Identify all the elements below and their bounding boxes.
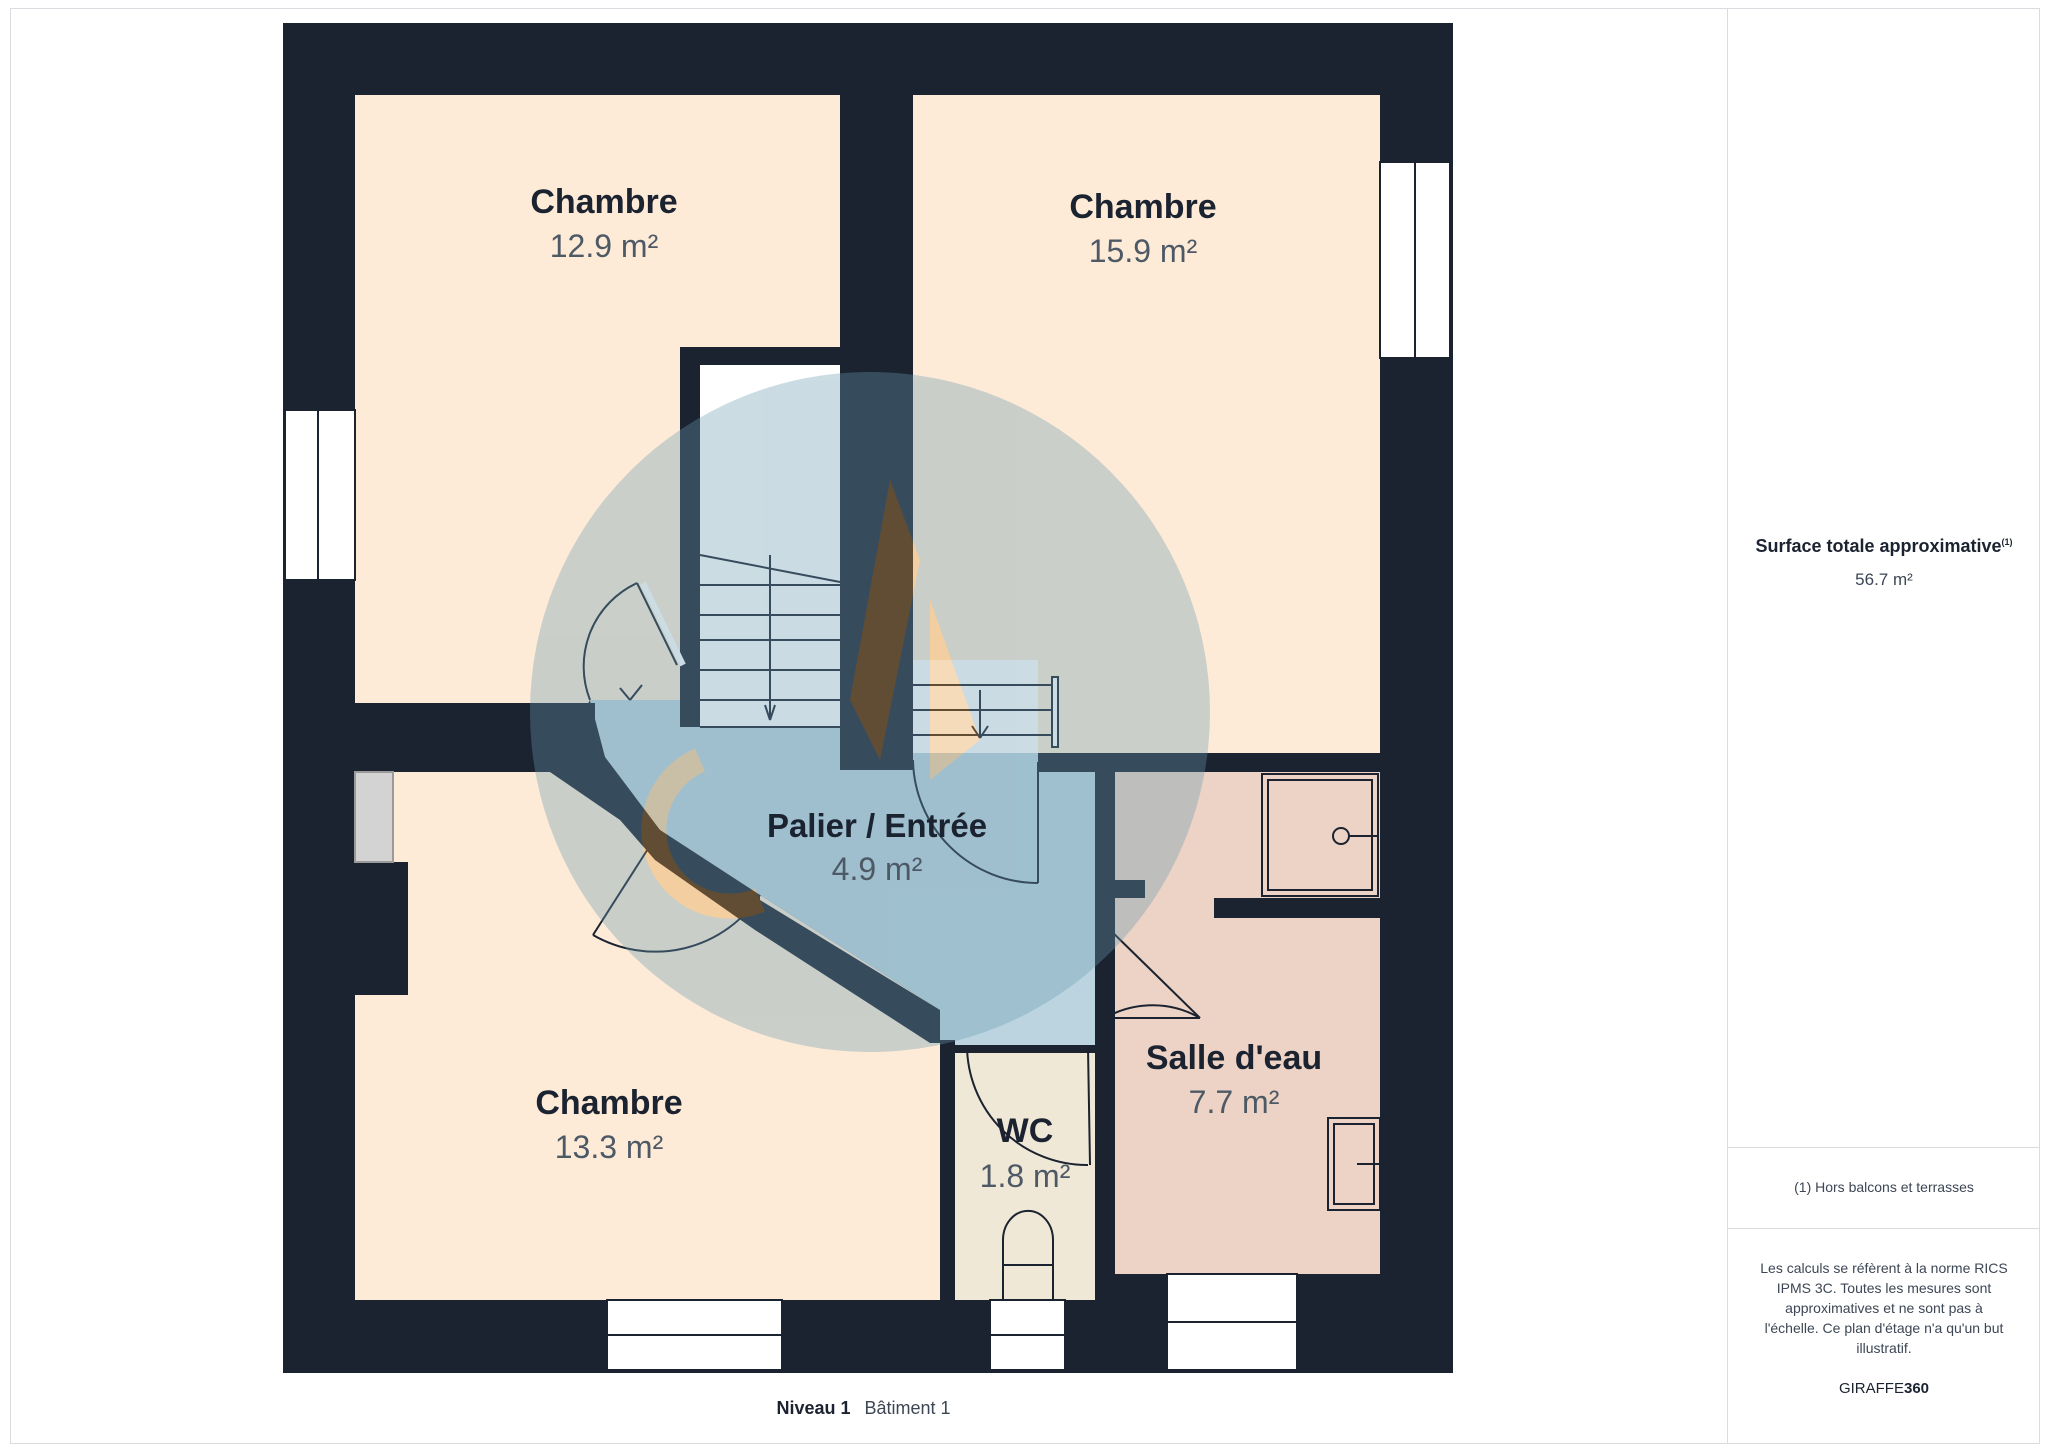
sink (1327, 1117, 1381, 1211)
staircase (699, 554, 1059, 748)
total-surface-label-text: Surface totale approximative (1755, 536, 2002, 556)
brand-logo: GIRAFFE360 (1728, 1380, 2040, 1397)
divider (1728, 1147, 2040, 1148)
room-area-wc: 1.8 m² (980, 1158, 1071, 1194)
room-name-palier: Palier / Entrée (767, 807, 987, 844)
room-labels: Chambre 12.9 m² Chambre 15.9 m² Palier /… (530, 183, 1322, 1194)
info-sidebar: Surface totale approximative(1) 56.7 m² … (1727, 8, 2040, 1444)
building-name: Bâtiment 1 (864, 1398, 951, 1418)
room-chambre-2[interactable] (913, 95, 1380, 753)
room-name-salle-deau: Salle d'eau (1146, 1039, 1322, 1077)
footnote: (1) Hors balcons et terrasses (1794, 1179, 1974, 1195)
total-surface-label: Surface totale approximative(1) (1728, 536, 2040, 557)
room-name-chambre-2: Chambre (1069, 188, 1216, 226)
room-area-chambre-2: 15.9 m² (1089, 233, 1198, 269)
room-area-chambre-3: 13.3 m² (555, 1129, 664, 1165)
room-name-chambre-1: Chambre (530, 183, 677, 221)
floor-plan: Chambre 12.9 m² Chambre 15.9 m² Palier /… (283, 23, 1453, 1373)
level-name: Niveau 1 (776, 1398, 851, 1418)
room-palier-entree[interactable] (590, 700, 1095, 1045)
interior-walls (355, 95, 1380, 1300)
room-area-palier: 4.9 m² (832, 851, 923, 887)
toilet (1002, 1209, 1054, 1301)
brand-suffix: 360 (1903, 1380, 1930, 1397)
door-swings (582, 581, 1201, 1167)
room-name-chambre-3: Chambre (535, 1084, 682, 1122)
shower (1261, 773, 1379, 897)
room-salle-deau[interactable] (1115, 772, 1380, 1274)
watermark-logo (530, 372, 1210, 1052)
footnote-ref: (1) (2001, 537, 2013, 547)
room-name-wc: WC (997, 1112, 1054, 1150)
brand-prefix: GIRAFFE (1838, 1380, 1904, 1397)
windows (284, 161, 1451, 1371)
radiator (354, 771, 394, 863)
divider (1728, 1228, 2040, 1229)
stairwell-lower (913, 660, 1038, 753)
room-area-salle-deau: 7.7 m² (1189, 1084, 1280, 1120)
disclaimer: Les calculs se réfèrent à la norme RICS … (1760, 1260, 2008, 1356)
room-area-chambre-1: 12.9 m² (550, 228, 659, 264)
level-caption: Niveau 1 Bâtiment 1 (0, 1398, 1727, 1419)
room-chambre-3[interactable] (355, 772, 940, 1300)
total-surface-value: 56.7 m² (1855, 570, 1913, 589)
page-frame (10, 8, 2040, 1444)
